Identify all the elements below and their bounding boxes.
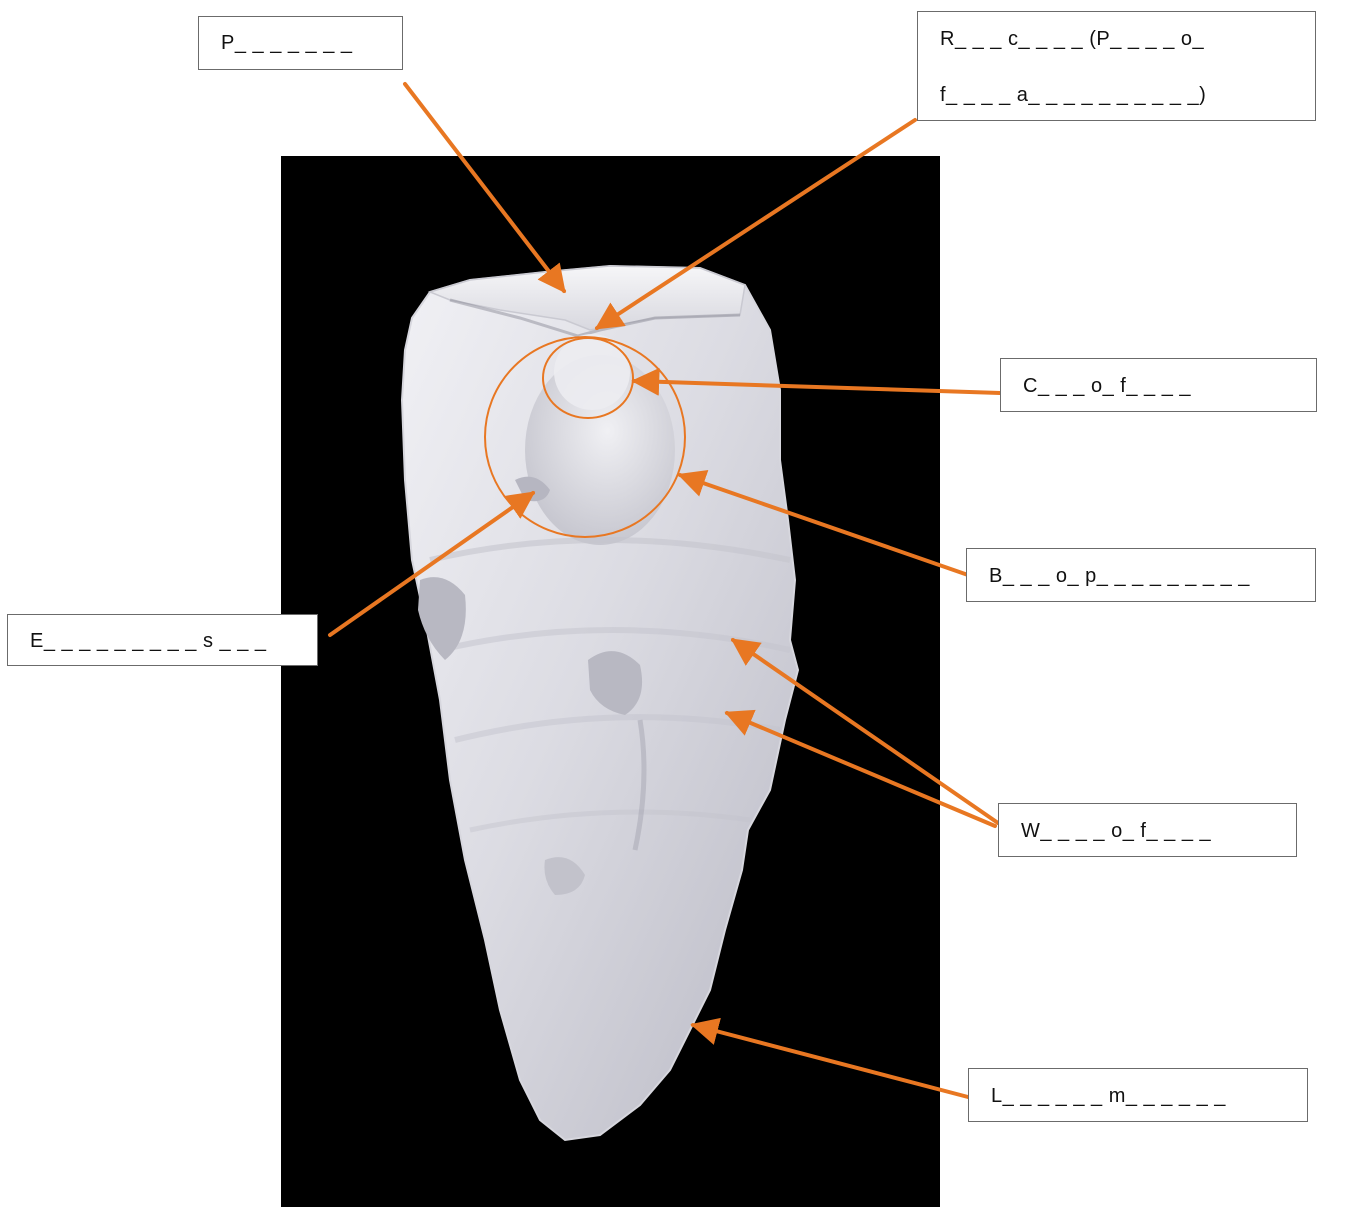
cone-label-box: C_ _ _ o_ f_ _ _ _	[1000, 358, 1317, 412]
bulb-label-box: B_ _ _ o_ p_ _ _ _ _ _ _ _ _	[966, 548, 1316, 602]
lateral-label: L_ _ _ _ _ _ m_ _ _ _ _ _	[991, 1085, 1226, 1108]
lateral-label-box: L_ _ _ _ _ _ m_ _ _ _ _ _	[968, 1068, 1308, 1122]
cone-label: C_ _ _ o_ f_ _ _ _	[1023, 375, 1191, 398]
ring-crack-label-line1: R_ _ _ c_ _ _ _ (P_ _ _ _ o_	[940, 28, 1204, 51]
platform-label: P_ _ _ _ _ _ _	[221, 32, 353, 55]
eraillure-label: E_ _ _ _ _ _ _ _ _ s _ _ _	[30, 630, 267, 653]
waves-label: W_ _ _ _ o_ f_ _ _ _	[1021, 820, 1211, 843]
cone-surface	[554, 334, 630, 410]
platform-label-box: P_ _ _ _ _ _ _	[198, 16, 403, 70]
bulb-label: B_ _ _ o_ p_ _ _ _ _ _ _ _ _	[989, 565, 1250, 588]
ring-crack-label-line2: f_ _ _ _ a_ _ _ _ _ _ _ _ _ _)	[940, 84, 1206, 107]
ring-crack-label-box: R_ _ _ c_ _ _ _ (P_ _ _ _ o_ f_ _ _ _ a_…	[917, 11, 1316, 121]
eraillure-label-box: E_ _ _ _ _ _ _ _ _ s _ _ _	[7, 614, 318, 666]
waves-label-box: W_ _ _ _ o_ f_ _ _ _	[998, 803, 1297, 857]
